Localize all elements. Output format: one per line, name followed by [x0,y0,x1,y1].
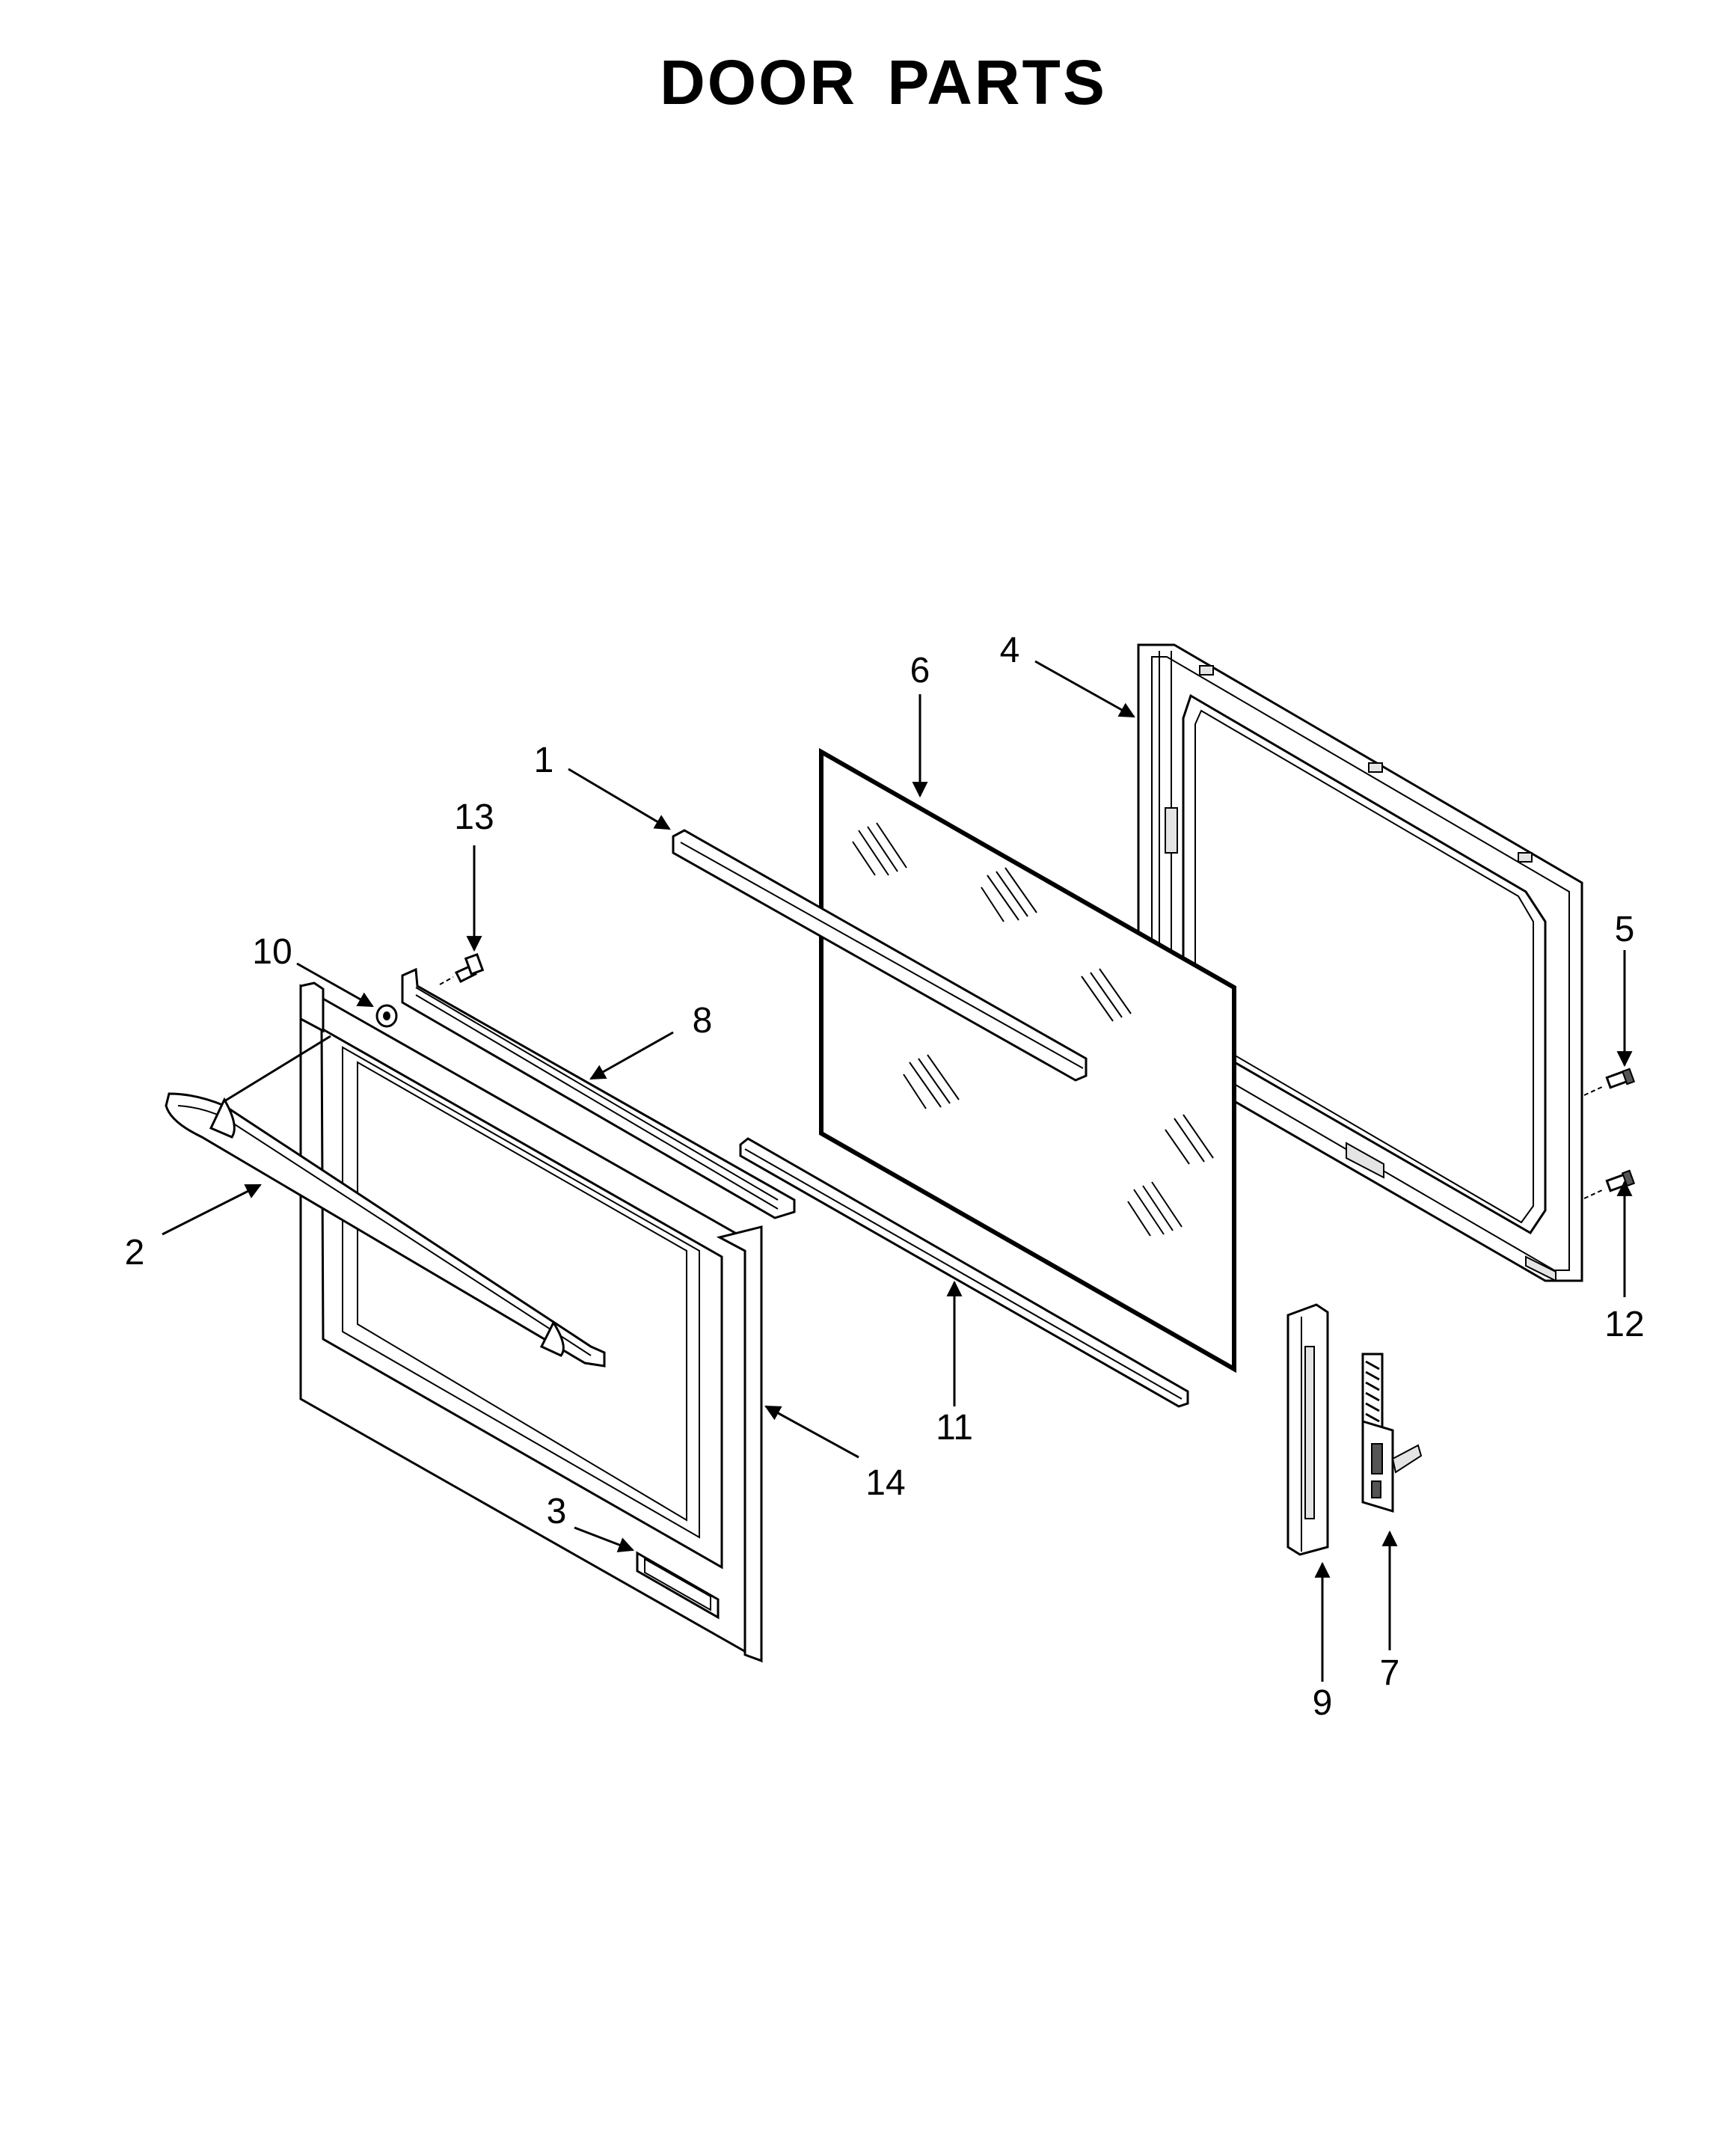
callout-12: 12 [1604,1305,1644,1344]
callout-4: 4 [1000,631,1020,670]
callout-7: 7 [1380,1653,1400,1693]
callout-labels: 1 2 3 4 5 6 7 8 9 10 11 12 13 14 [125,631,1645,1723]
screw-5 [1583,1068,1636,1096]
callout-3: 3 [547,1492,567,1531]
page-title: DOOR PARTS [660,47,1107,117]
callout-10: 10 [252,932,292,972]
door-badge [636,1551,720,1620]
callout-14: 14 [865,1463,905,1503]
door-handle [165,1092,606,1368]
glass-panel [819,747,1236,1373]
callout-8: 8 [693,1001,713,1041]
hinge-cover [1286,1303,1329,1556]
callout-13: 13 [454,797,494,837]
callout-5: 5 [1615,910,1635,949]
callout-1: 1 [534,741,554,780]
door-hinge [1361,1353,1423,1513]
callout-9: 9 [1313,1683,1333,1723]
callout-6: 6 [910,651,930,690]
callout-11: 11 [936,1408,973,1448]
top-vent-trim [672,829,1088,1082]
screw-13 [439,953,485,985]
bottom-trim-strip [739,1137,1189,1408]
inner-door-panel [1137,643,1583,1282]
callout-2: 2 [125,1233,145,1273]
screw-12 [1583,1169,1636,1199]
spacer-washer [375,1004,398,1028]
leader-lines [162,660,1633,1682]
hinge-channel-bracket [401,967,796,1219]
